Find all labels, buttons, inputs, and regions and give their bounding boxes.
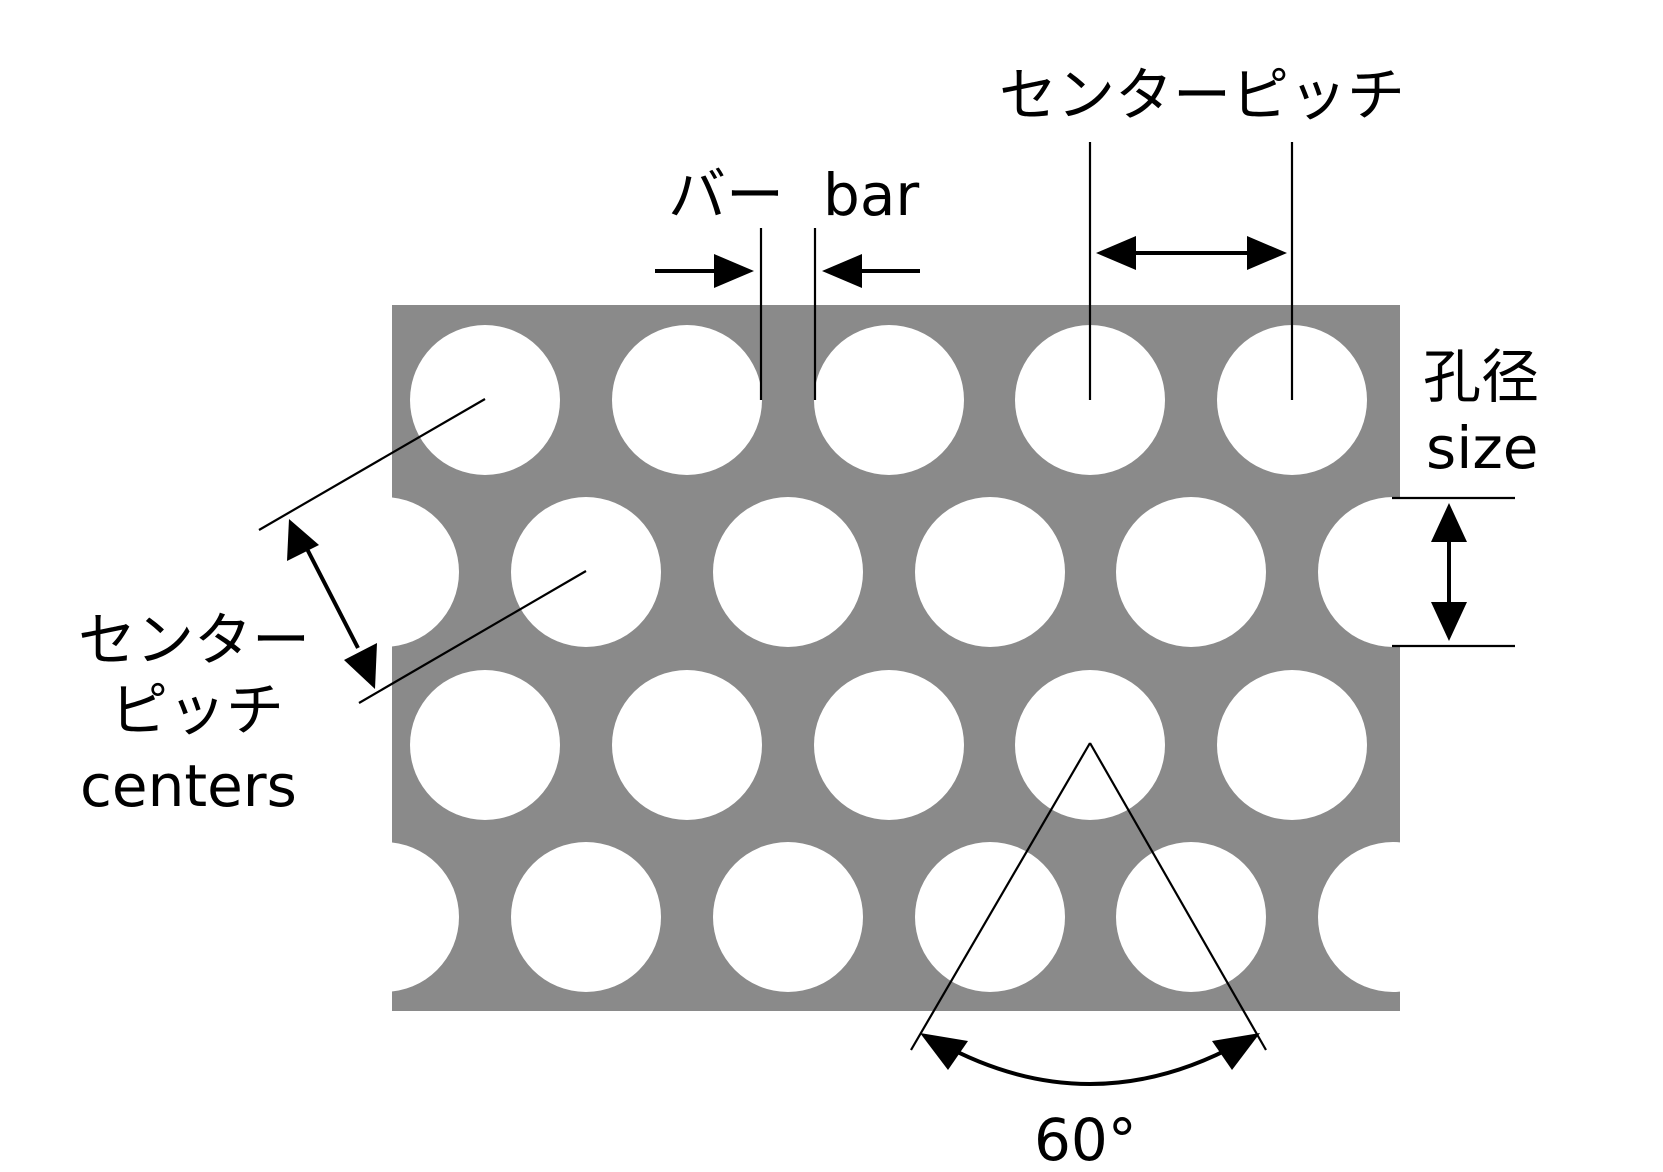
hole-size-en-label: size: [1426, 414, 1538, 482]
arrowhead-icon: [1212, 1033, 1260, 1070]
arrowhead-icon: [1247, 236, 1287, 270]
center-pitch-top-label: センターピッチ: [999, 61, 1405, 129]
arrowhead-icon: [1431, 503, 1467, 542]
hole-size-jp-label: 孔径: [1423, 343, 1539, 411]
arrowhead-icon: [1096, 236, 1136, 270]
hole: [915, 842, 1065, 992]
arrowhead-icon: [920, 1033, 968, 1070]
hole: [814, 325, 964, 475]
arrowhead-icon: [822, 254, 862, 288]
hole: [1217, 670, 1367, 820]
hole: [1318, 842, 1468, 992]
arrowhead-icon: [344, 643, 377, 689]
holes-group: [309, 325, 1468, 992]
center-pitch-diagonal-dimension: [258, 398, 587, 704]
arrowhead-icon: [287, 519, 319, 561]
hole: [612, 670, 762, 820]
hole: [612, 325, 762, 475]
dimension-line: [303, 544, 360, 649]
hole: [309, 842, 459, 992]
hole: [511, 842, 661, 992]
hole: [814, 670, 964, 820]
arrowhead-icon: [714, 254, 754, 288]
hole: [1116, 497, 1266, 647]
center-pitch-left-jp-line2: ピッチ: [110, 676, 284, 744]
bar-dimension: [655, 228, 920, 400]
center-pitch-left-jp-line1: センター: [78, 606, 310, 674]
bar-jp-label: バー: [668, 161, 784, 229]
hole: [309, 497, 459, 647]
arrowhead-icon: [1431, 602, 1467, 641]
hole-size-dimension: [1392, 496, 1515, 648]
hole: [410, 670, 560, 820]
hole: [713, 497, 863, 647]
hole: [713, 842, 863, 992]
hole: [1318, 497, 1468, 647]
hole: [915, 497, 1065, 647]
center-pitch-left-en: centers: [80, 752, 297, 820]
angle-arc: [939, 1041, 1241, 1086]
angle-60-dimension: [910, 742, 1267, 1086]
center-pitch-top-dimension: [1088, 142, 1294, 400]
extension-line: [358, 570, 587, 704]
bar-en-label: bar: [823, 161, 919, 229]
angle-leg: [1089, 742, 1267, 1051]
extension-line: [258, 398, 486, 531]
angle-label: 60°: [1034, 1106, 1137, 1172]
angle-leg: [910, 742, 1091, 1051]
